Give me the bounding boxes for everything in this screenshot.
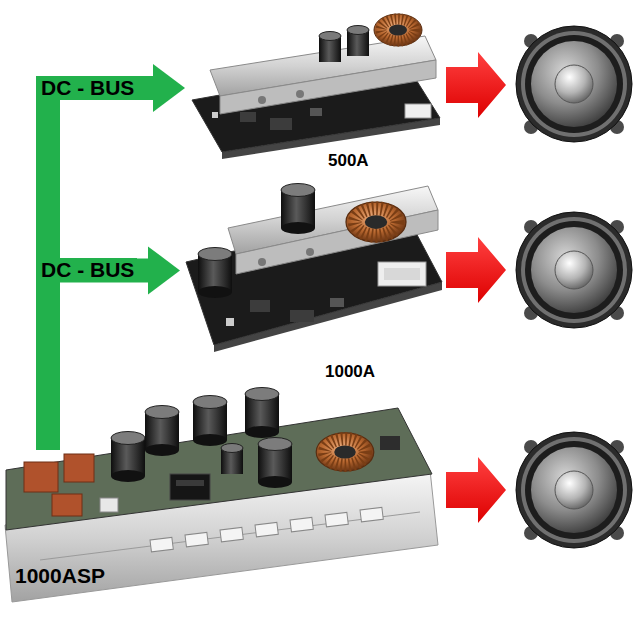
output-arrow-part: [446, 52, 506, 118]
amplifier-board-part: [325, 512, 348, 527]
output-arrow-part: [446, 237, 506, 303]
amplifier-board-part: [306, 248, 314, 256]
amplifier-board-part: [316, 433, 374, 471]
bus-label: DC - BUS: [38, 76, 137, 100]
amplifier-module: 500A: [185, 5, 442, 175]
label-holder: DC - BUS: [38, 76, 137, 100]
amplifier-board-part: [145, 406, 179, 457]
bus-label: DC - BUS: [38, 258, 137, 282]
amplifier-board-part: [346, 202, 406, 242]
amplifier-board: [186, 184, 442, 353]
loudspeaker-part: [516, 432, 632, 548]
amplifier-board-part: [270, 118, 292, 130]
amplifier-board-part: [255, 522, 278, 537]
amplifier-board-part: [319, 32, 341, 63]
amplifier-board-part: [198, 248, 232, 299]
loudspeaker-part: [516, 212, 632, 328]
amplifier-board-part: [384, 268, 420, 280]
amplifier-board-part: [296, 90, 304, 98]
arrow-head: [153, 64, 185, 112]
module-label: 1000ASP: [15, 564, 105, 588]
module-label: 1000A: [325, 362, 375, 382]
amplifier-board-part: [374, 14, 422, 46]
module-label: 500A: [328, 151, 369, 171]
amplifier-board-part: [52, 494, 82, 516]
amplifier-board-part: [100, 498, 118, 512]
amplifier-board-part: [405, 104, 431, 118]
amplifier-module: 1000ASP: [4, 450, 444, 600]
amplifier-board-part: [380, 436, 400, 450]
amplifier-module: 1000A: [180, 175, 444, 387]
amplifier-board-part: [258, 96, 266, 104]
amplifier-board-part: [185, 532, 208, 547]
amplifier-board-part: [226, 318, 234, 326]
output-arrow-part: [446, 457, 506, 523]
amplifier-board-part: [290, 310, 314, 322]
label-holder: DC - BUS: [38, 258, 137, 282]
amplifier-board-part: [310, 108, 322, 116]
arrow-head: [148, 246, 180, 294]
amplifier-board-part: [360, 507, 383, 522]
dc-bus-arrow: [48, 64, 185, 450]
amplifier-board-part: [281, 184, 315, 235]
amplifier-board-part: [150, 537, 173, 552]
amplifier-board-part: [212, 112, 218, 118]
amplifier-board: [5, 388, 438, 603]
amplifier-board-part: [240, 112, 256, 122]
amplifier-board-part: [24, 462, 58, 492]
amplifier-board-part: [250, 300, 270, 312]
amplifier-board-part: [330, 298, 344, 307]
bus-band: [48, 270, 148, 450]
amplifier-board-part: [258, 438, 292, 489]
amplifier-board-part: [245, 388, 279, 439]
amplifier-board: [192, 14, 440, 159]
amplifier-board-part: [290, 517, 313, 532]
amplifier-board-part: [221, 444, 243, 475]
amplifier-board-part: [64, 454, 94, 482]
amplifier-board-part: [220, 60, 436, 114]
loudspeaker: [516, 26, 632, 548]
amplifier-board-part: [258, 258, 266, 266]
amplifier-board-part: [347, 26, 369, 57]
output-arrow: [446, 52, 506, 523]
amplifier-board-part: [220, 527, 243, 542]
amplifier-board-part: [170, 474, 210, 500]
amplifier-board-part: [193, 396, 227, 447]
amplifier-board-part: [176, 480, 204, 486]
amplifier-board-part: [111, 432, 145, 483]
loudspeaker-part: [516, 26, 632, 142]
amplifier-board-part: [378, 262, 426, 286]
